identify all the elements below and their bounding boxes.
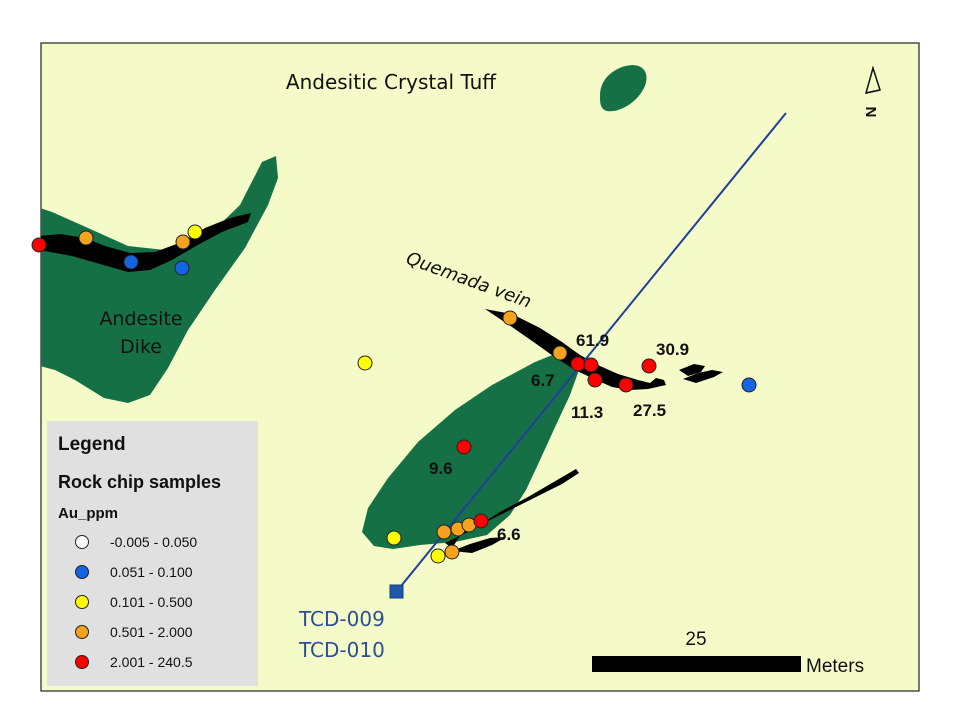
assay-label: 6.6 bbox=[497, 525, 521, 544]
drillhole-label-2: TCD-010 bbox=[298, 638, 385, 662]
sample-point[interactable] bbox=[552, 345, 568, 361]
sample-point[interactable] bbox=[444, 544, 460, 560]
sample-point[interactable] bbox=[587, 372, 603, 388]
assay-label: 61.9 bbox=[576, 331, 609, 350]
sample-point[interactable] bbox=[78, 230, 94, 246]
legend-item-label: 2.001 - 240.5 bbox=[110, 654, 193, 670]
vein-segment-south bbox=[445, 469, 579, 548]
vein-segment-south-small bbox=[452, 537, 506, 553]
vein-west bbox=[41, 213, 251, 272]
legend-swatch-yellow bbox=[75, 595, 89, 609]
scale-bar bbox=[592, 656, 801, 672]
sample-point[interactable] bbox=[436, 524, 452, 540]
sample-point[interactable] bbox=[357, 355, 373, 371]
legend-item-label: -0.005 - 0.050 bbox=[110, 534, 197, 550]
sample-point[interactable] bbox=[456, 439, 472, 455]
vein-segment-east-1 bbox=[679, 364, 705, 376]
north-arrow-label: N bbox=[863, 107, 880, 118]
legend: Legend Rock chip samples Au_ppm -0.005 -… bbox=[47, 421, 258, 686]
legend-subtitle: Rock chip samples bbox=[58, 472, 221, 492]
legend-swatch-orange bbox=[75, 625, 89, 639]
legend-title: Legend bbox=[58, 434, 126, 455]
legend-item-label: 0.101 - 0.500 bbox=[110, 594, 193, 610]
sample-point[interactable] bbox=[473, 513, 489, 529]
legend-item-label: 0.501 - 2.000 bbox=[110, 624, 193, 640]
sample-point[interactable] bbox=[502, 310, 518, 326]
sample-point[interactable] bbox=[174, 260, 190, 276]
sample-point[interactable] bbox=[175, 234, 191, 250]
sample-point[interactable] bbox=[31, 237, 47, 253]
andesite-dike-left bbox=[41, 156, 278, 403]
assay-label: 30.9 bbox=[656, 340, 689, 359]
scale-unit: Meters bbox=[806, 656, 864, 677]
sample-point[interactable] bbox=[187, 224, 203, 240]
north-arrow-icon: N bbox=[863, 65, 881, 118]
rock-chip-samples bbox=[31, 224, 757, 564]
unit-label-dike-line2: Dike bbox=[120, 336, 162, 358]
sample-point[interactable] bbox=[583, 357, 599, 373]
unit-label-dike-line1: Andesite bbox=[99, 308, 182, 330]
assay-label: 11.3 bbox=[571, 403, 603, 422]
drillhole-trace bbox=[396, 112, 787, 592]
assay-label: 27.5 bbox=[633, 401, 666, 420]
quemada-vein bbox=[485, 309, 666, 390]
vein-segment-east-2 bbox=[683, 370, 723, 383]
legend-swatch-white bbox=[75, 535, 89, 549]
legend-swatch-red bbox=[75, 655, 89, 669]
assay-label: 9.6 bbox=[429, 459, 453, 478]
legend-swatch-blue bbox=[75, 565, 89, 579]
scale-value: 25 bbox=[685, 629, 706, 650]
sample-point[interactable] bbox=[618, 377, 634, 393]
assay-label: 6.7 bbox=[531, 371, 555, 390]
sample-point[interactable] bbox=[123, 254, 139, 270]
sample-point[interactable] bbox=[741, 377, 757, 393]
sample-point[interactable] bbox=[430, 548, 446, 564]
drillhole-label-1: TCD-009 bbox=[298, 607, 385, 631]
sample-point[interactable] bbox=[641, 358, 657, 374]
legend-box bbox=[47, 421, 258, 686]
legend-field: Au_ppm bbox=[58, 505, 118, 522]
sample-point[interactable] bbox=[386, 530, 402, 546]
legend-item-label: 0.051 - 0.100 bbox=[110, 564, 193, 580]
unit-label-tuff: Andesitic Crystal Tuff bbox=[286, 70, 497, 94]
drill-collar-marker[interactable] bbox=[389, 584, 404, 599]
andesite-dike-small bbox=[600, 65, 647, 112]
sample-point[interactable] bbox=[570, 356, 586, 372]
